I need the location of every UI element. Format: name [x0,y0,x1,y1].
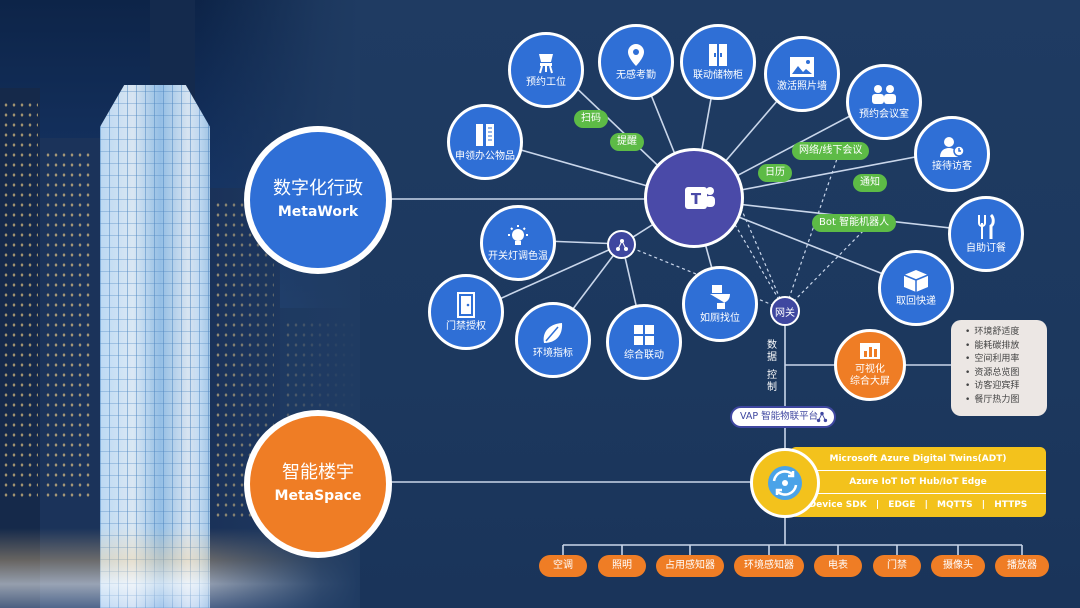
network-icon [816,411,828,423]
vap-platform[interactable]: VAP 智能物联平台 [730,406,836,428]
azure-row-adt: Microsoft Azure Digital Twins(ADT) [790,448,1046,471]
node-office-supplies[interactable]: 申领办公物品 [447,104,523,180]
azure-iot-node[interactable] [750,448,820,518]
node-label: 综合联动 [624,349,664,361]
metaspace-circle[interactable]: 智能楼宇 MetaSpace [244,410,392,558]
teams-hub[interactable]: T [644,148,744,248]
pill-calendar: 日历 [758,164,792,182]
node-integrated-linkage[interactable]: 综合联动 [606,304,682,380]
meeting-icon [872,84,896,104]
metawork-circle[interactable]: 数字化行政 MetaWork [244,126,392,274]
device-camera[interactable]: 摄像头 [931,555,985,577]
iot-sync-icon [768,466,802,500]
pill-bot: Bot 智能机器人 [812,214,897,232]
node-environment[interactable]: 环境指标 [515,302,591,378]
metrics-notes: 环境舒适度 能耗碳排放 空间利用率 资源总览图 访客迎宾拜 餐厅热力图 [951,320,1047,416]
device-meter[interactable]: 电表 [814,555,862,577]
leaf-icon [543,322,563,343]
node-reserve-desk[interactable]: 预约工位 [508,32,584,108]
note-item: 资源总览图 [965,367,1047,381]
teams-icon: T [685,187,715,209]
node-photo-wall[interactable]: 激活照片墙 [764,36,840,112]
city-night-image [0,0,360,608]
node-restroom[interactable]: 如厕找位 [682,266,758,342]
note-item: 空间利用率 [965,353,1047,367]
visual-label-1: 可视化 [855,364,885,375]
bar-chart-icon [860,343,880,359]
tri-connector [607,230,636,259]
vap-label: VAP 智能物联平台 [740,411,819,422]
node-meeting-room[interactable]: 预约会议室 [846,64,922,140]
lightbulb-icon [508,224,528,245]
node-locker[interactable]: 联动储物柜 [680,24,756,100]
linkage-icon [634,324,654,345]
node-label: 激活照片墙 [777,80,827,92]
device-occupancy[interactable]: 占用感知器 [656,555,724,577]
device-env-sensor[interactable]: 环境感知器 [734,555,804,577]
glass-tower [100,85,210,608]
note-item: 环境舒适度 [965,326,1047,340]
note-item: 餐厅热力图 [965,394,1047,408]
node-attendance[interactable]: 无感考勤 [598,24,674,100]
node-label: 预约工位 [526,76,566,88]
node-label: 如厕找位 [700,312,740,324]
data-label: 数据 [767,340,777,363]
azure-row-iothub: Azure IoT IoT Hub/IoT Edge [790,471,1046,494]
node-label: 取回快递 [896,295,936,307]
door-icon [457,291,475,318]
node-label: 门禁授权 [446,320,486,332]
svg-text:T: T [691,190,702,208]
note-item: 能耗碳排放 [965,340,1047,354]
protocol-item: EDGE [888,500,916,510]
chair-icon [539,53,553,73]
azure-row-protocols: Device SDK | EDGE | MQTTS | HTTPS [808,500,1028,510]
location-pin-icon [628,43,644,66]
pill-scan: 扫码 [574,110,608,128]
note-item: 访客迎宾拜 [965,380,1047,394]
device-access[interactable]: 门禁 [873,555,921,577]
node-lighting[interactable]: 开关灯调色温 [480,205,556,281]
gateway-label: 网关 [775,307,795,319]
node-label: 预约会议室 [859,108,909,120]
control-label: 控制 [767,370,777,393]
visitor-icon [940,136,965,157]
protocol-item: MQTTS [937,500,973,510]
gateway-node[interactable]: 网关 [770,296,800,326]
visual-label-2: 综合大屏 [850,376,890,387]
toilet-icon [710,284,730,309]
azure-stack: Microsoft Azure Digital Twins(ADT) Azure… [790,447,1046,517]
node-visualization[interactable]: 可视化 综合大屏 [834,329,906,401]
protocol-item: Device SDK [808,500,867,510]
node-pickup-package[interactable]: 取回快递 [878,250,954,326]
node-label: 环境指标 [533,347,573,359]
device-ac[interactable]: 空调 [539,555,587,577]
package-icon [903,269,929,292]
node-label: 开关灯调色温 [488,250,548,262]
network-icon [615,238,628,251]
pill-reminder: 提醒 [610,133,644,151]
node-label: 联动储物柜 [693,69,743,81]
node-visitor[interactable]: 接待访客 [914,116,990,192]
office-supplies-icon [476,123,494,146]
node-label: 无感考勤 [616,69,656,81]
pill-notify: 通知 [853,174,887,192]
metaspace-title: 智能楼宇 [282,462,354,483]
locker-icon [709,43,727,66]
node-self-order[interactable]: 自助订餐 [948,196,1024,272]
metawork-title: 数字化行政 [273,178,363,199]
node-label: 接待访客 [932,160,972,172]
device-lighting[interactable]: 照明 [598,555,646,577]
protocol-item: HTTPS [994,500,1028,510]
fork-knife-icon [978,213,995,239]
metaspace-subtitle: MetaSpace [274,488,362,504]
node-access-auth[interactable]: 门禁授权 [428,274,504,350]
device-player[interactable]: 播放器 [995,555,1049,577]
photo-icon [790,56,814,77]
node-label: 自助订餐 [966,242,1006,254]
node-label: 申领办公物品 [455,150,515,162]
pill-meeting: 网络/线下会议 [792,142,870,160]
metawork-subtitle: MetaWork [277,204,359,220]
